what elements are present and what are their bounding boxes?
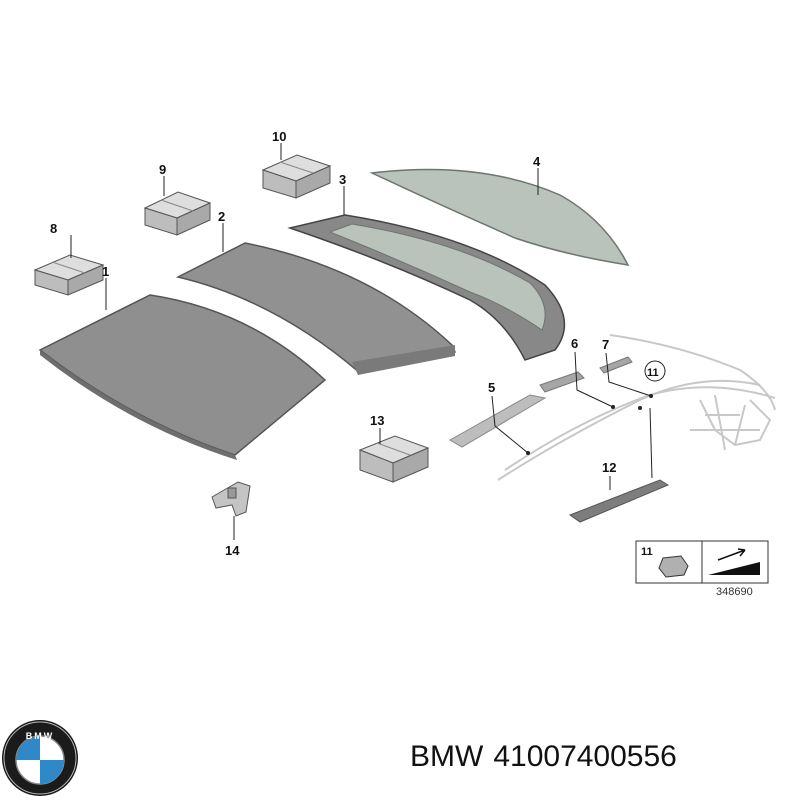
leader-lines [70,143,653,540]
callout-13: 13 [370,413,384,428]
part-caption: BMW 41007400556 [410,740,687,774]
wedge-icon [708,562,760,575]
roof-frame-mechanism [497,334,776,481]
callout-12: 12 [602,460,616,475]
callout-1: 1 [102,264,109,279]
part-5-seal [448,394,547,448]
callout-2: 2 [218,209,225,224]
callout-11-circle [644,360,666,382]
logo-lettering: BMW [26,731,55,741]
callout-14: 14 [225,543,240,558]
callout-5: 5 [488,380,495,395]
part-number: 41007400556 [493,740,677,773]
callout-10: 10 [272,129,286,144]
box-8 [33,254,105,296]
callout-3: 3 [339,172,346,187]
part-2-roof-panel [175,242,457,375]
callout-labels: 1 2 3 4 5 6 7 8 9 10 11 12 13 14 [50,129,666,558]
part-1-roof-panel [38,294,327,460]
part-14-bracket [211,481,251,517]
callout-11: 11 [647,367,659,379]
part-3-rear-window [287,214,566,361]
clip-icon [658,555,689,578]
box-13 [358,435,430,483]
arrow-icon [717,548,746,561]
callout-6: 6 [571,336,578,351]
part-4-rear-glass [369,168,630,266]
legend-box: 11 [635,540,769,584]
callout-4: 4 [533,154,541,169]
diagram-number: 348690 [716,586,753,598]
part-12-rail [568,479,670,523]
legend-item-number: 11 [641,546,653,558]
part-6-seal [539,371,585,393]
callout-8: 8 [50,221,57,236]
bmw-logo-icon: BMW [2,720,78,796]
callout-9: 9 [159,162,166,177]
callout-7: 7 [602,337,609,352]
brand-name: BMW [410,740,484,773]
part-7-seal [599,356,633,374]
box-10 [261,154,332,199]
box-9 [143,191,212,236]
